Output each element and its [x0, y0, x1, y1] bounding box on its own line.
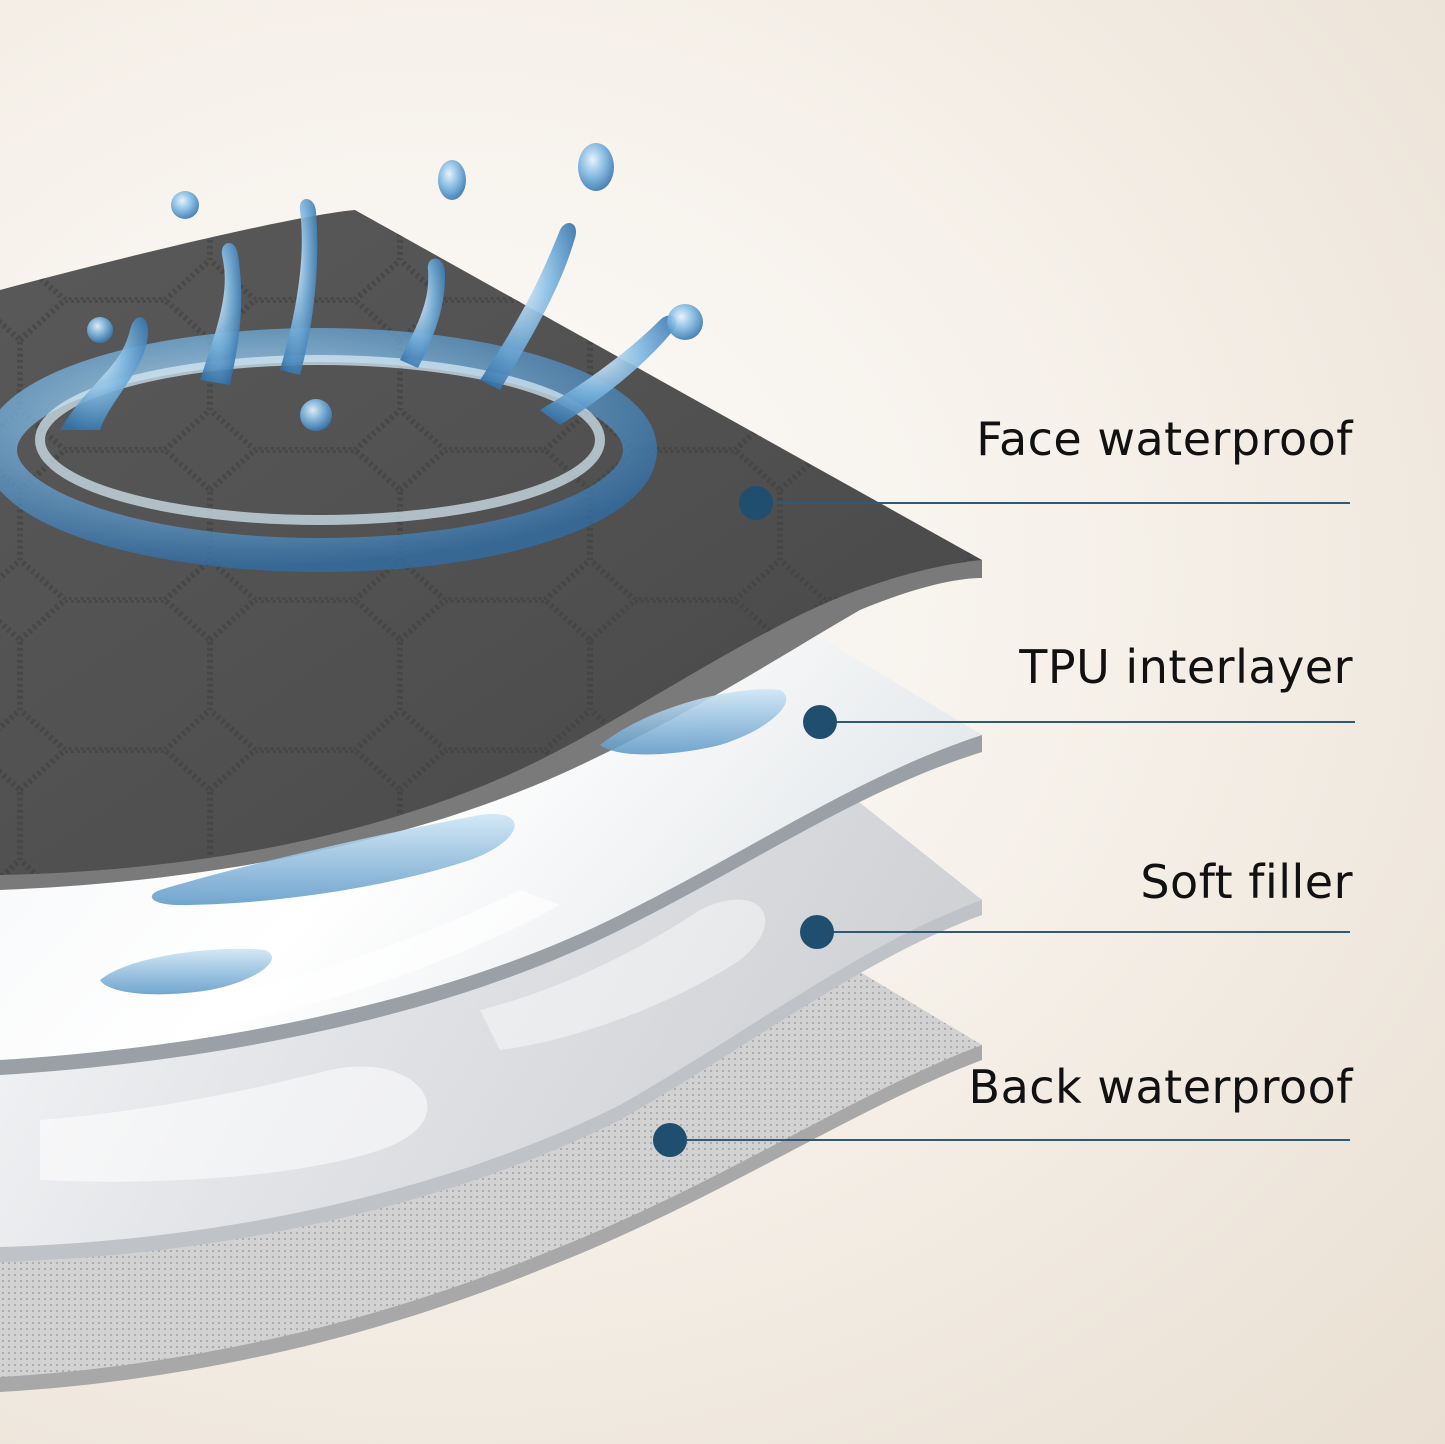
- soft-filler-pointer: [800, 915, 1350, 949]
- back-waterproof-marker: [653, 1123, 687, 1157]
- face-waterproof-marker: [739, 486, 773, 520]
- water-splash-icon: [0, 143, 703, 572]
- face-waterproof-label: Face waterproof: [976, 412, 1353, 466]
- water-droplet-icon: [100, 689, 787, 995]
- soft-filler-layer: [0, 755, 982, 1262]
- soft-filler-marker: [800, 915, 834, 949]
- tpu-interlayer-label: TPU interlayer: [1019, 640, 1353, 694]
- tpu-interlayer-marker: [803, 705, 837, 739]
- tpu-interlayer-pointer: [803, 705, 1355, 739]
- face-waterproof-pointer: [739, 486, 1350, 520]
- back-waterproof-pointer: [653, 1123, 1350, 1157]
- soft-filler-label: Soft filler: [1140, 855, 1353, 909]
- back-waterproof-label: Back waterproof: [968, 1060, 1353, 1114]
